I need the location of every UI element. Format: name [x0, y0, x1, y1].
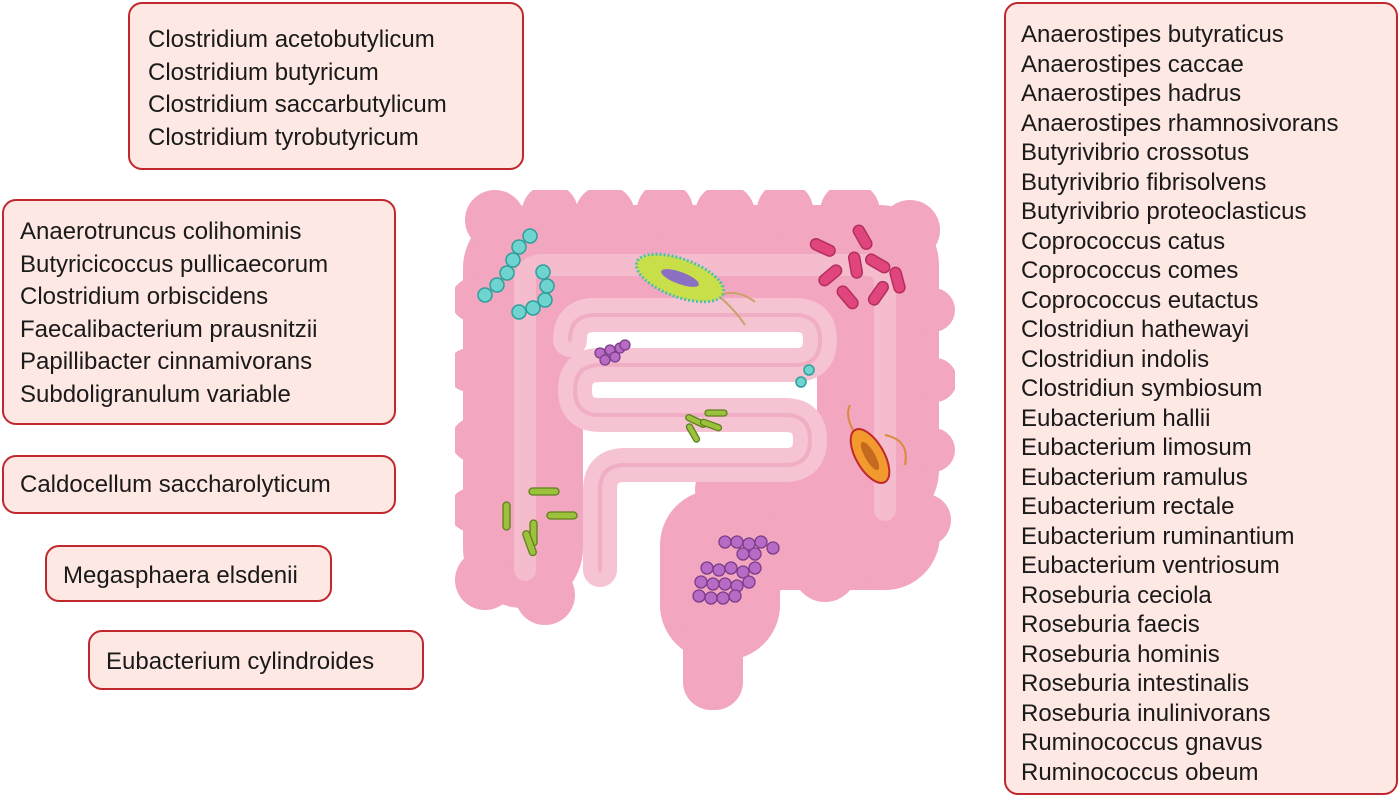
species-label: Clostridiun indolis: [1021, 345, 1210, 373]
species-label: Anaerostipes hadrus: [1021, 80, 1242, 107]
species-label: Clostridium orbiscidens: [20, 283, 269, 310]
species-label: Ruminococcus obeum: [1021, 758, 1259, 786]
species-label: Eubacterium ventriosum: [1021, 552, 1280, 579]
species-label: Clostridium saccarbutylicum: [148, 91, 447, 118]
species-box-ruminococcaceae: Anaerotruncus colihominis Butyricicoccus…: [2, 199, 396, 425]
species-box-lachnospiraceae: Anaerostipes butyraticus Anaerostipes ca…: [1004, 2, 1398, 795]
species-label: Anaerostipes butyraticus: [1021, 21, 1284, 48]
species-label: Eubacterium hallii: [1021, 404, 1211, 432]
species-label: Faecalibacterium prausnitzii: [20, 315, 318, 343]
orange-bacterium-icon: [847, 404, 907, 484]
species-box-eubacterium-cylindroides: Eubacterium cylindroides: [88, 630, 424, 690]
magenta-rods-icon: [809, 224, 906, 310]
intestine-illustration: [455, 190, 955, 710]
large-intestine: [455, 190, 955, 710]
species-label: Butyrivibrio crossotus: [1021, 139, 1250, 166]
green-rods-icon: [502, 409, 728, 557]
species-label: Eubacterium ruminantium: [1021, 522, 1295, 550]
purple-cocci-icon: [594, 339, 780, 605]
species-label: Megasphaera elsdenii: [63, 562, 298, 589]
species-label: Butyricicoccus pullicaecorum: [20, 250, 329, 278]
species-label: Anaerostipes rhamnosivorans: [1021, 109, 1339, 137]
colon-highlight: [514, 254, 896, 581]
species-label: Butyrivibrio proteoclasticus: [1021, 198, 1307, 225]
species-label: Coprococcus catus: [1021, 227, 1226, 255]
small-intestine: [553, 298, 837, 587]
species-label: Anaerostipes caccae: [1021, 50, 1244, 78]
teal-cocci-icon: [477, 228, 815, 388]
green-bacillus-icon: [634, 252, 756, 326]
species-label: Clostridium acetobutylicum: [148, 26, 435, 53]
species-label: Roseburia hominis: [1021, 640, 1220, 668]
species-box-caldocellum: Caldocellum saccharolyticum: [2, 455, 396, 514]
species-label: Roseburia faecis: [1021, 611, 1200, 638]
species-label: Coprococcus eutactus: [1021, 286, 1259, 314]
species-label: Eubacterium rectale: [1021, 493, 1235, 520]
species-label: Caldocellum saccharolyticum: [20, 471, 331, 498]
species-label: Ruminococcus gnavus: [1021, 729, 1263, 756]
species-label: Anaerotruncus colihominis: [20, 218, 302, 245]
species-label: Roseburia ceciola: [1021, 581, 1212, 609]
species-label: Papillibacter cinnamivorans: [20, 348, 313, 375]
species-label: Subdoligranulum variable: [20, 380, 291, 408]
species-label: Coprococcus comes: [1021, 257, 1239, 284]
species-label: Clostridium butyricum: [148, 58, 379, 86]
species-label: Eubacterium ramulus: [1021, 463, 1248, 491]
species-label: Roseburia inulinivorans: [1021, 699, 1271, 727]
species-label: Clostridiun symbiosum: [1021, 375, 1263, 402]
species-label: Eubacterium cylindroides: [106, 648, 375, 675]
species-label: Clostridiun hathewayi: [1021, 316, 1250, 343]
species-label: Clostridium tyrobutyricum: [148, 123, 419, 151]
species-label: Eubacterium limosum: [1021, 434, 1252, 461]
species-box-clostridium: Clostridium acetobutylicum Clostridium b…: [128, 2, 524, 170]
species-label: Roseburia intestinalis: [1021, 670, 1250, 697]
species-box-megasphaera: Megasphaera elsdenii: [45, 545, 332, 602]
species-label: Butyrivibrio fibrisolvens: [1021, 168, 1267, 196]
